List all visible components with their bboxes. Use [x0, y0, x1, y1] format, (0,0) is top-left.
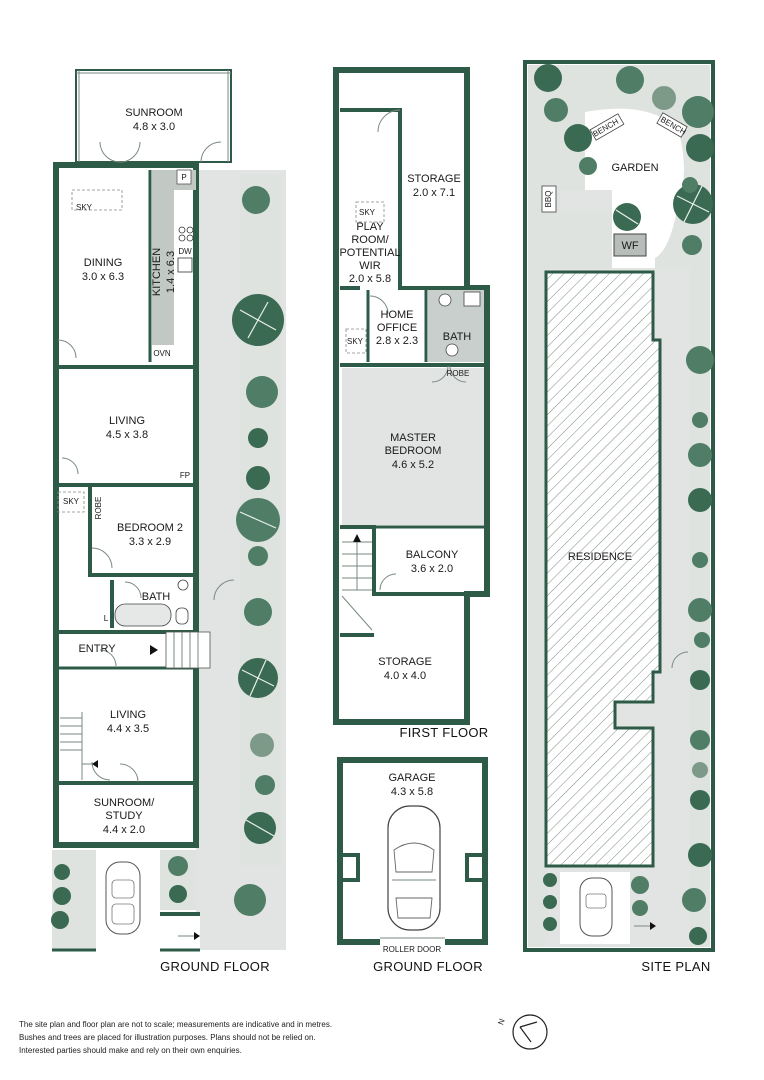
- laundry-label: L: [104, 614, 109, 623]
- robe-ground-label: ROBE: [94, 497, 103, 520]
- master-bedroom-label-2: BEDROOM: [385, 445, 442, 457]
- living-upper-size: 4.5 x 3.8: [106, 429, 148, 441]
- ground-floor-title: GROUND FLOOR: [160, 959, 270, 974]
- ground-floor-outer-wall: [53, 162, 199, 848]
- sunroom-study-size: 4.4 x 2.0: [103, 824, 145, 836]
- garage-outer-wall: [337, 757, 488, 945]
- bath-ground-label: BATH: [142, 591, 171, 603]
- sunroom-rear-label: SUNROOM: [125, 107, 182, 119]
- bedroom2-label: BEDROOM 2: [117, 522, 183, 534]
- kitchen-bench: [152, 170, 174, 345]
- sky-playroom: SKY: [359, 208, 376, 217]
- north-letter: N: [496, 1017, 507, 1026]
- first-floor-plan: STORAGE 2.0 x 7.1 SKY PLAY ROOM/ POTENTI…: [333, 67, 490, 740]
- garden-lawn: [585, 108, 684, 268]
- bath-first-label: BATH: [443, 331, 472, 343]
- playroom-label-1: PLAY: [356, 221, 384, 233]
- dishwasher-label: DW: [178, 247, 192, 256]
- garden-label: GARDEN: [611, 162, 658, 174]
- wf-label: WF: [621, 240, 638, 252]
- home-office-label-2: OFFICE: [377, 322, 417, 334]
- garage-floor-title: GROUND FLOOR: [373, 959, 483, 974]
- dining-label: DINING: [84, 257, 123, 269]
- master-bedroom-floor: [342, 368, 484, 525]
- pantry-label: P: [181, 173, 186, 182]
- sky-hall: SKY: [63, 497, 80, 506]
- master-bedroom-label-1: MASTER: [390, 432, 436, 444]
- roller-door-label: ROLLER DOOR: [383, 945, 441, 954]
- ground-stairs-upper: [150, 631, 211, 669]
- dining-size: 3.0 x 6.3: [82, 271, 124, 283]
- living-lower-label: LIVING: [110, 709, 146, 721]
- disclaimer-line-3: Interested parties should make and rely …: [19, 1046, 242, 1055]
- home-office-size: 2.8 x 2.3: [376, 335, 418, 347]
- wf-box: [613, 233, 647, 257]
- playroom-size: 2.0 x 5.8: [349, 273, 391, 285]
- robe-first-label: ROBE: [447, 369, 470, 378]
- storage-lower-label: STORAGE: [378, 656, 432, 668]
- side-garden-trees: [51, 186, 284, 929]
- site-trees: [534, 64, 714, 945]
- fireplace-label: FP: [180, 471, 190, 480]
- balcony-label: BALCONY: [406, 549, 459, 561]
- site-boundary: [523, 60, 715, 952]
- first-floor-stairs: [341, 530, 373, 632]
- playroom-label-4: WIR: [359, 260, 380, 272]
- garage-size: 4.3 x 5.8: [391, 786, 433, 798]
- car-driveway: [105, 861, 141, 935]
- storage-upper-label: STORAGE: [407, 173, 461, 185]
- residence-label: RESIDENCE: [568, 551, 632, 563]
- garage-label: GARAGE: [388, 772, 435, 784]
- site-plan-title: SITE PLAN: [641, 959, 710, 974]
- disclaimer-line-2: Bushes and trees are placed for illustra…: [19, 1033, 316, 1042]
- master-bedroom-size: 4.6 x 5.2: [392, 459, 434, 471]
- storage-upper-size: 2.0 x 7.1: [413, 187, 455, 199]
- garage-plan: GARAGE 4.3 x 5.8 ROLLER DOOR GROUND FLOO…: [337, 757, 488, 974]
- entry-label: ENTRY: [78, 643, 116, 655]
- living-upper-label: LIVING: [109, 415, 145, 427]
- oven-label: OVN: [153, 349, 171, 358]
- sunroom-study-label-2: STUDY: [105, 810, 143, 822]
- disclaimer: The site plan and floor plan are not to …: [19, 1018, 379, 1057]
- kitchen-size: 1.4 x 6.3: [165, 251, 177, 293]
- first-floor-title: FIRST FLOOR: [399, 725, 488, 740]
- sky-dining: SKY: [76, 203, 93, 212]
- first-floor-outer-wall: [333, 67, 490, 725]
- bbq-label: BBQ: [544, 191, 553, 208]
- balcony-size: 3.6 x 2.0: [411, 563, 453, 575]
- bedroom2-size: 3.3 x 2.9: [129, 536, 171, 548]
- living-lower-size: 4.4 x 3.5: [107, 723, 149, 735]
- disclaimer-line-1: The site plan and floor plan are not to …: [19, 1020, 333, 1029]
- sunroom-study-label-1: SUNROOM/: [94, 797, 155, 809]
- car-garage: [387, 805, 441, 931]
- home-office-label-1: HOME: [381, 309, 414, 321]
- sky-office: SKY: [347, 337, 364, 346]
- site-plan: BENCH BENCH BBQ WF GARDEN RESIDENCE SITE…: [523, 60, 715, 974]
- ground-stairs-lower: [60, 712, 98, 780]
- playroom-label-2: ROOM/: [351, 234, 389, 246]
- storage-lower-size: 4.0 x 4.0: [384, 670, 426, 682]
- sunroom-rear-size: 4.8 x 3.0: [133, 121, 175, 133]
- playroom-label-3: POTENTIAL: [339, 247, 400, 259]
- residence-footprint: [544, 270, 662, 868]
- kitchen-label: KITCHEN: [151, 248, 163, 296]
- north-compass: N: [496, 1014, 548, 1050]
